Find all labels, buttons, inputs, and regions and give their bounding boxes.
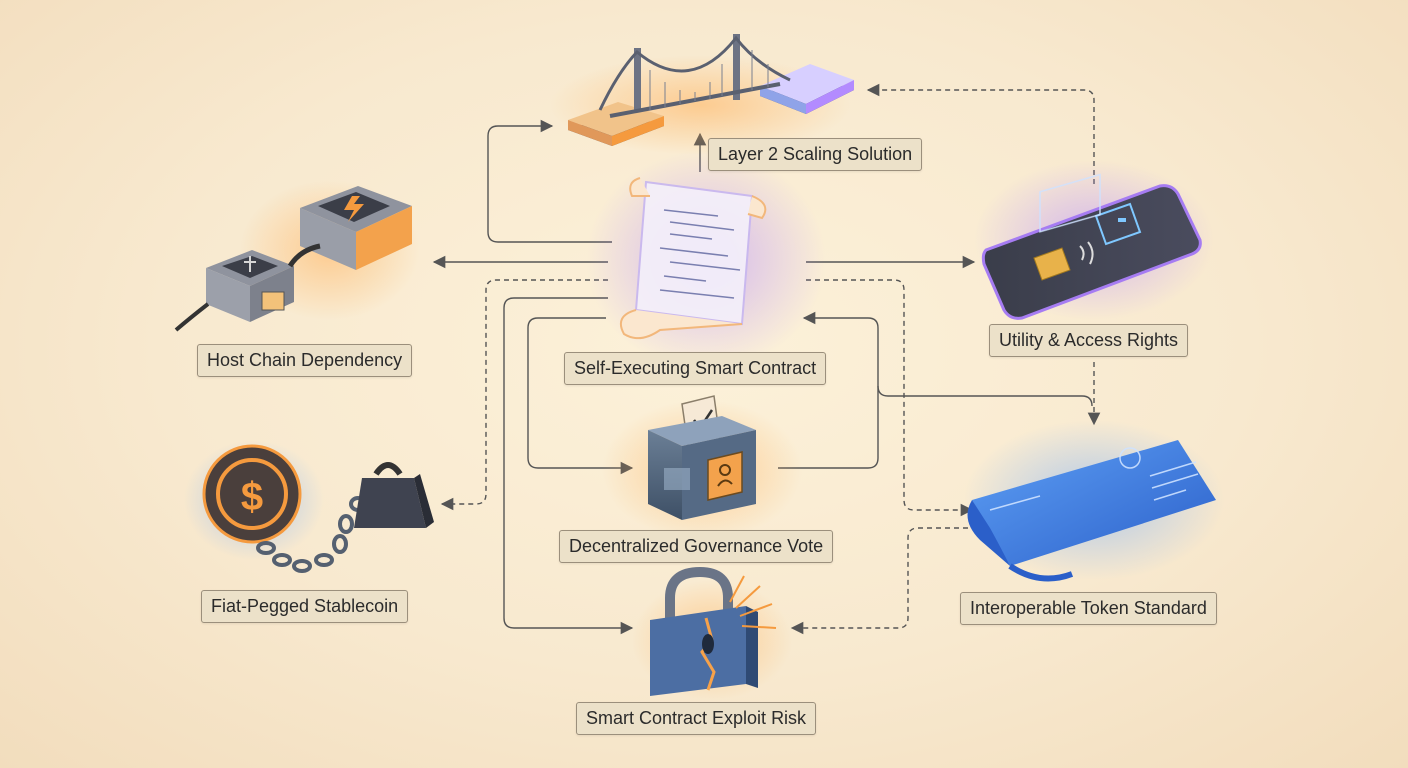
- label-utility: Utility & Access Rights: [989, 324, 1189, 357]
- stablecoin-icon: $: [184, 440, 324, 560]
- scroll-icon: [586, 150, 826, 370]
- blueprint-icon: [964, 173, 1224, 582]
- arrow-token-standard-to-exploit: [790, 527, 968, 635]
- label-token-standard: Interoperable Token Standard: [960, 592, 1217, 625]
- label-layer2: Layer 2 Scaling Solution: [708, 138, 923, 171]
- ballot-box-icon: [602, 395, 802, 540]
- connectors: [432, 83, 1101, 635]
- label-smart-contract: Self-Executing Smart Contract: [564, 352, 827, 385]
- svg-text:$: $: [241, 475, 263, 519]
- bridge-icon: [550, 34, 854, 155]
- arrow-contract-to-exploit: [503, 297, 634, 635]
- arrow-utility-to-layer2: [866, 83, 1095, 184]
- arrow-governance-loop-left: [527, 317, 634, 475]
- arrow-link-to-token-standard: [877, 385, 1093, 407]
- arrow-contract-loop-to-bridge: [487, 119, 612, 243]
- label-host-chain: Host Chain Dependency: [197, 344, 413, 377]
- label-stablecoin: Fiat-Pegged Stablecoin: [201, 590, 409, 623]
- weight-icon: [354, 462, 434, 528]
- arrow-governance-loop-right: [778, 311, 879, 469]
- label-governance: Decentralized Governance Vote: [559, 530, 834, 563]
- arrow-contract-to-token-standard: [806, 279, 974, 517]
- arrow-contract-to-stablecoin: [440, 279, 608, 511]
- label-exploit: Smart Contract Exploit Risk: [576, 702, 817, 735]
- broken-padlock-icon: [632, 566, 792, 700]
- access-card-icon: [974, 160, 1214, 320]
- plug-icon: [174, 180, 420, 332]
